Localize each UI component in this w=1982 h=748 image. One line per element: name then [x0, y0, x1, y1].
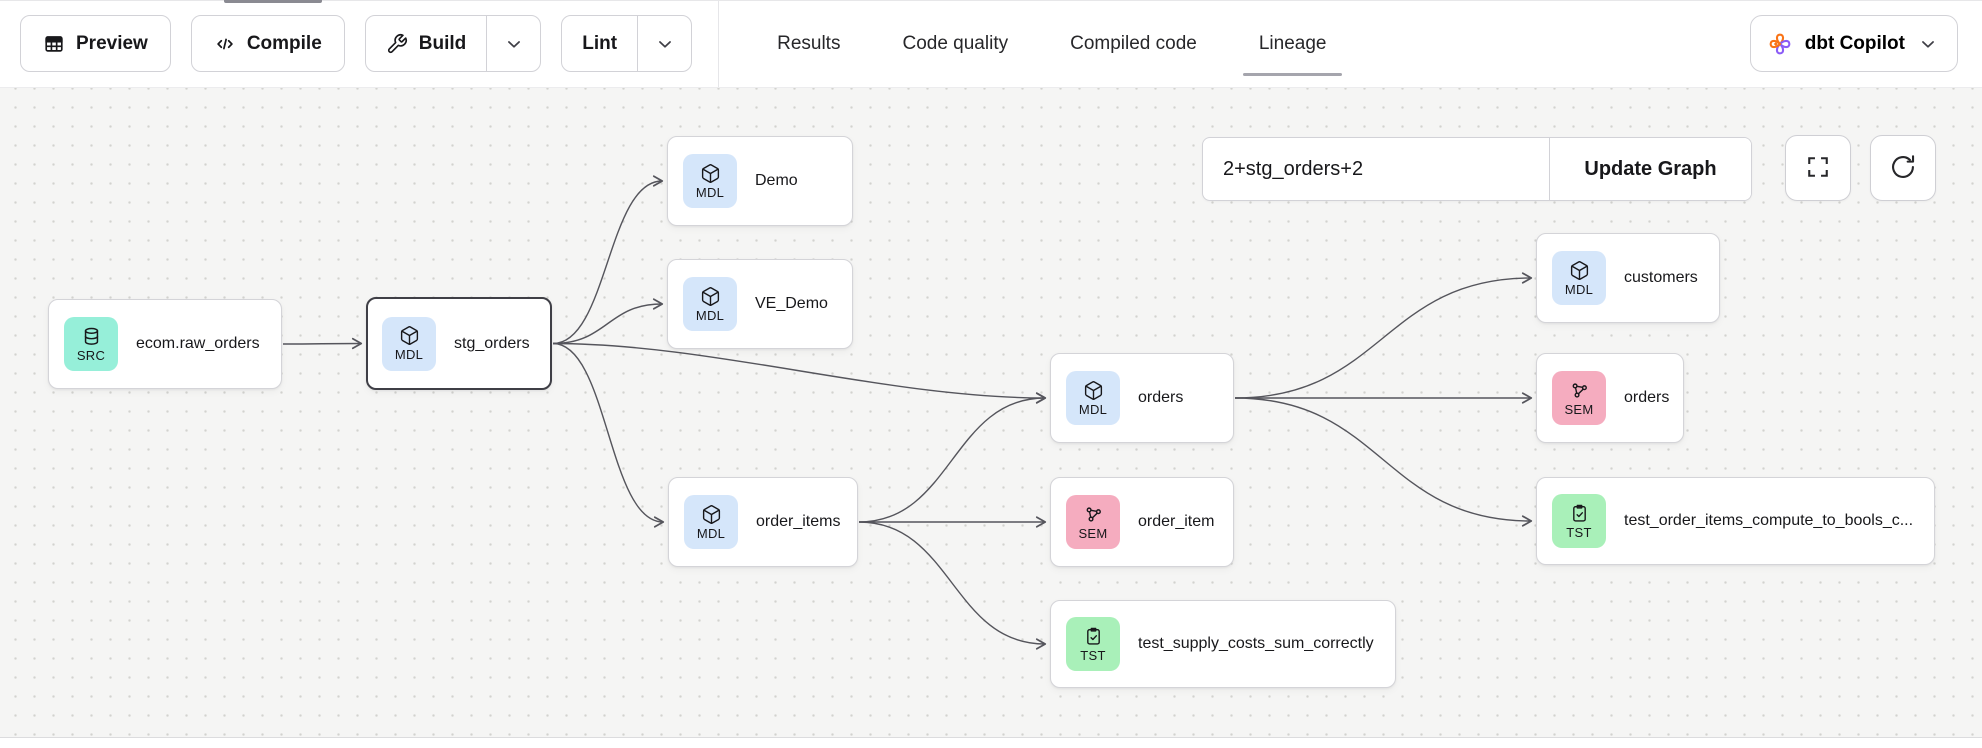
node-type-label: MDL: [1078, 401, 1108, 417]
chevron-down-icon: [654, 33, 676, 55]
lint-label: Lint: [582, 32, 618, 54]
node-type-label: MDL: [394, 347, 424, 362]
tab-label: Compiled code: [1070, 32, 1197, 54]
node-type-badge: TST: [1552, 494, 1606, 548]
lint-dropdown-button[interactable]: [637, 16, 691, 71]
tab-label: Lineage: [1258, 32, 1327, 54]
node-type-badge: SEM: [1066, 495, 1120, 549]
dbt-copilot-button[interactable]: dbt Copilot: [1749, 15, 1958, 72]
lint-button[interactable]: Lint: [562, 16, 637, 71]
node-type-label: MDL: [695, 307, 725, 323]
tab-compiled-code[interactable]: Compiled code: [1070, 0, 1197, 87]
cube-icon: [1569, 260, 1590, 281]
node-type-badge: MDL: [1066, 371, 1120, 425]
node-label: Demo: [755, 172, 798, 189]
bottom-panel-edge: [0, 738, 1982, 748]
lineage-node-order_items[interactable]: MDL order_items: [668, 477, 858, 567]
cube-icon: [701, 504, 722, 525]
build-button[interactable]: Build: [366, 16, 487, 71]
lineage-node-test_supply[interactable]: TST test_supply_costs_sum_correctly: [1050, 600, 1396, 688]
node-label: order_items: [756, 513, 841, 530]
node-type-label: SRC: [76, 347, 106, 363]
toolbar: Preview Compile Build: [0, 0, 1982, 88]
node-type-badge: SEM: [1552, 371, 1606, 425]
tab-label: Code quality: [902, 32, 1009, 54]
node-label: order_item: [1138, 513, 1215, 530]
lineage-selector-input[interactable]: [1203, 138, 1549, 200]
lineage-selector-group: Update Graph: [1202, 137, 1752, 201]
fullscreen-icon: [1804, 153, 1832, 184]
node-type-badge: SRC: [64, 317, 118, 371]
tab-results[interactable]: Results: [777, 0, 840, 87]
node-type-label: MDL: [695, 184, 725, 200]
lint-split-button: Lint: [561, 15, 693, 72]
refresh-button[interactable]: [1870, 135, 1936, 201]
update-graph-button[interactable]: Update Graph: [1549, 138, 1751, 200]
node-label: test_order_items_compute_to_bools_c...: [1624, 512, 1914, 529]
chevron-down-icon: [503, 33, 525, 55]
cube-icon: [1083, 380, 1104, 401]
tab-lineage[interactable]: Lineage: [1242, 0, 1343, 87]
node-type-badge: MDL: [1552, 251, 1606, 305]
node-label: test_supply_costs_sum_correctly: [1138, 635, 1374, 652]
semantic-model-icon: [1569, 380, 1590, 401]
pane-divider: [224, 0, 322, 3]
node-type-badge: MDL: [683, 277, 737, 331]
top-divider: [0, 0, 1982, 1]
database-icon: [81, 326, 102, 347]
test-icon: [1569, 503, 1590, 524]
node-type-label: MDL: [696, 525, 726, 541]
code-icon: [214, 33, 236, 55]
build-dropdown-button[interactable]: [486, 16, 540, 71]
lineage-node-ve_demo[interactable]: MDL VE_Demo: [667, 259, 853, 349]
node-type-label: SEM: [1564, 401, 1594, 417]
node-type-badge: TST: [1066, 617, 1120, 671]
wrench-icon: [386, 33, 408, 55]
lineage-node-orders_sem[interactable]: SEM orders: [1536, 353, 1684, 443]
refresh-icon: [1889, 153, 1917, 184]
dbt-copilot-icon: [1767, 31, 1793, 57]
compile-button[interactable]: Compile: [190, 15, 345, 72]
node-label: orders: [1138, 389, 1184, 406]
node-type-label: MDL: [1564, 281, 1594, 297]
cube-icon: [399, 325, 420, 346]
test-icon: [1083, 626, 1104, 647]
node-type-label: TST: [1566, 524, 1592, 540]
compile-label: Compile: [246, 32, 322, 54]
preview-label: Preview: [76, 32, 148, 54]
lineage-node-src_ecom[interactable]: SRC ecom.raw_orders: [48, 299, 282, 389]
lineage-node-customers[interactable]: MDL customers: [1536, 233, 1720, 323]
toolbar-separator: [718, 0, 720, 87]
lineage-node-order_item_sem[interactable]: SEM order_item: [1050, 477, 1234, 567]
table-icon: [43, 33, 65, 55]
node-label: ecom.raw_orders: [136, 335, 260, 352]
fullscreen-button[interactable]: [1785, 135, 1851, 201]
cube-icon: [700, 286, 721, 307]
node-type-label: TST: [1080, 647, 1106, 663]
node-type-badge: MDL: [683, 154, 737, 208]
tab-code-quality[interactable]: Code quality: [902, 0, 1008, 87]
build-split-button: Build: [364, 15, 542, 72]
semantic-model-icon: [1083, 504, 1104, 525]
tab-label: Results: [777, 32, 841, 54]
cube-icon: [700, 163, 721, 184]
result-tabs: Results Code quality Compiled code Linea…: [777, 0, 1343, 87]
node-label: customers: [1624, 269, 1698, 286]
node-type-label: SEM: [1078, 525, 1108, 541]
node-label: orders: [1624, 389, 1670, 406]
build-label: Build: [418, 32, 467, 54]
lineage-node-stg_orders[interactable]: MDL stg_orders: [366, 297, 552, 390]
lineage-node-orders_mdl[interactable]: MDL orders: [1050, 353, 1234, 443]
chevron-down-icon: [1917, 33, 1939, 55]
node-label: VE_Demo: [755, 295, 828, 312]
node-type-badge: MDL: [382, 316, 436, 371]
preview-button[interactable]: Preview: [20, 15, 171, 72]
node-type-badge: MDL: [684, 495, 738, 549]
copilot-label: dbt Copilot: [1804, 32, 1905, 54]
lineage-node-test_order[interactable]: TST test_order_items_compute_to_bools_c..…: [1536, 477, 1935, 565]
node-label: stg_orders: [454, 334, 530, 352]
lineage-node-demo[interactable]: MDL Demo: [667, 136, 853, 226]
